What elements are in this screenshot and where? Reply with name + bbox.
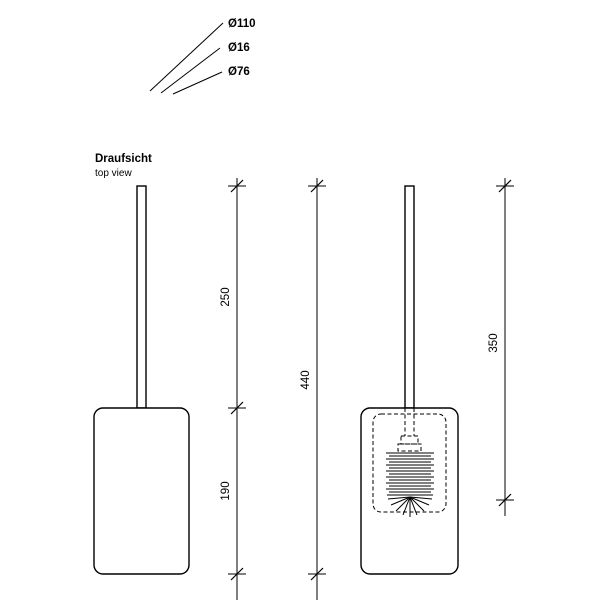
dimension-value-lower: 190 [220, 481, 232, 500]
dimension-chain-left: 250 190 [220, 178, 246, 600]
diameter-callouts: Ø110 Ø16 Ø76 [149, 18, 256, 95]
container-body-right [360, 407, 459, 575]
leader-line-16 [160, 47, 221, 94]
callout-diameter-76: Ø76 [228, 66, 250, 78]
leader-line-110 [149, 22, 224, 92]
dimension-value-upper: 250 [220, 287, 232, 306]
dimension-tick [498, 493, 512, 507]
dimension-value-overall: 440 [300, 370, 312, 389]
side-view-left [93, 185, 190, 575]
dimension-brush: 350 [488, 178, 514, 516]
dimension-value-brush: 350 [488, 333, 500, 352]
container-body-left [93, 407, 190, 575]
bristle-hatch [386, 452, 434, 496]
dimension-tick [310, 567, 324, 581]
dimension-tick [230, 401, 244, 415]
view-label-subtitle: top view [95, 168, 132, 179]
view-label-title: Draufsicht [95, 153, 152, 165]
callout-diameter-110: Ø110 [228, 18, 256, 30]
dimension-tick [230, 179, 244, 193]
brush-collar-hidden [400, 435, 419, 445]
leader-line-76 [172, 71, 223, 95]
callout-diameter-16: Ø16 [228, 42, 250, 54]
dimension-tick [498, 179, 512, 193]
view-label: Draufsicht top view [95, 153, 152, 179]
dimension-tick [310, 179, 324, 193]
brush-flange-hidden [397, 443, 422, 452]
brush-handle-right [404, 185, 415, 409]
dimension-tick [230, 567, 244, 581]
brush-handle-left [136, 185, 147, 409]
hidden-brush-detail [372, 408, 447, 517]
bristle-starburst [387, 496, 433, 517]
side-view-right [360, 185, 459, 575]
dimension-overall: 440 [300, 178, 326, 600]
